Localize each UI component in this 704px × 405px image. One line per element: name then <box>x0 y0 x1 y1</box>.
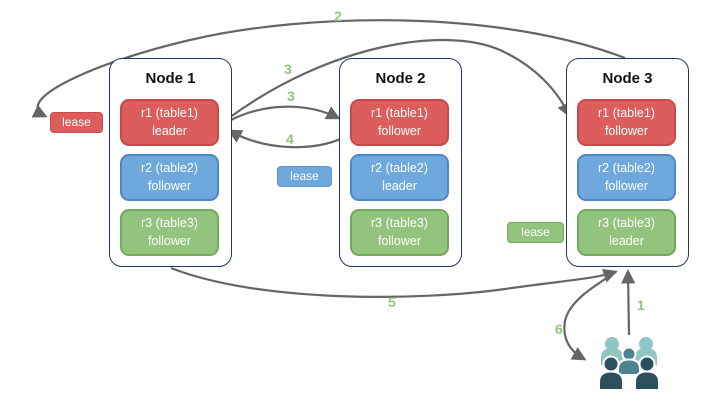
replica-name: r1 (table1) <box>598 106 655 120</box>
replica-name: r1 (table1) <box>141 106 198 120</box>
replica-r1-node3: r1 (table1) follower <box>577 99 676 146</box>
replica-r3-node2: r3 (table3) follower <box>350 209 449 256</box>
replica-role: follower <box>604 123 649 138</box>
replica-role: follower <box>147 178 192 193</box>
arrow-step-6 <box>563 271 617 361</box>
replica-name: r1 (table1) <box>371 106 428 120</box>
arrow-step-1 <box>621 269 636 336</box>
person-front-right <box>634 355 660 391</box>
replica-role: follower <box>377 233 422 248</box>
replica-role: leader <box>609 233 644 248</box>
replica-name: r3 (table3) <box>598 216 655 230</box>
step-label-2: 2 <box>334 8 342 24</box>
step-label-4: 4 <box>286 131 294 147</box>
replica-name: r2 (table2) <box>141 161 198 175</box>
node-3: Node 3 r1 (table1) follower r2 (table2) … <box>566 58 689 267</box>
replica-r3-node1: r3 (table3) follower <box>120 209 219 256</box>
lease-badge-green: lease <box>507 222 564 243</box>
replica-r3-node3: r3 (table3) leader <box>577 209 676 256</box>
replica-r2-node2: r2 (table2) leader <box>350 154 449 201</box>
replica-name: r3 (table3) <box>371 216 428 230</box>
replica-name: r3 (table3) <box>141 216 198 230</box>
step-label-3b: 3 <box>287 88 295 104</box>
node-2: Node 2 r1 (table1) follower r2 (table2) … <box>339 58 462 267</box>
replica-name: r2 (table2) <box>598 161 655 175</box>
node-title: Node 2 <box>375 70 426 87</box>
replica-r2-node1: r2 (table2) follower <box>120 154 219 201</box>
person-front-left <box>598 355 624 391</box>
person-middle <box>617 346 641 376</box>
replica-role: follower <box>147 233 192 248</box>
replica-role: follower <box>604 178 649 193</box>
replica-r1-node2: r1 (table1) follower <box>350 99 449 146</box>
arrow-step-5 <box>170 266 618 298</box>
users-group-icon <box>598 337 660 391</box>
lease-badge-blue: lease <box>277 166 332 187</box>
replica-role: leader <box>382 178 417 193</box>
arrow-step-2 <box>31 19 626 118</box>
arrow-step-3-to-node2 <box>228 105 341 122</box>
step-label-6: 6 <box>555 321 563 337</box>
step-label-1: 1 <box>637 297 645 313</box>
arrow-step-3-to-node3 <box>228 38 571 119</box>
node-1: Node 1 r1 (table1) leader r2 (table2) fo… <box>109 58 232 267</box>
replica-r2-node3: r2 (table2) follower <box>577 154 676 201</box>
node-title: Node 3 <box>602 70 653 87</box>
step-label-3a: 3 <box>284 61 292 77</box>
node-title: Node 1 <box>145 70 196 87</box>
step-label-5: 5 <box>388 294 396 310</box>
lease-badge-red: lease <box>50 112 103 133</box>
replica-name: r2 (table2) <box>371 161 428 175</box>
replica-role: leader <box>152 123 187 138</box>
replica-r1-node1: r1 (table1) leader <box>120 99 219 146</box>
replica-role: follower <box>377 123 422 138</box>
